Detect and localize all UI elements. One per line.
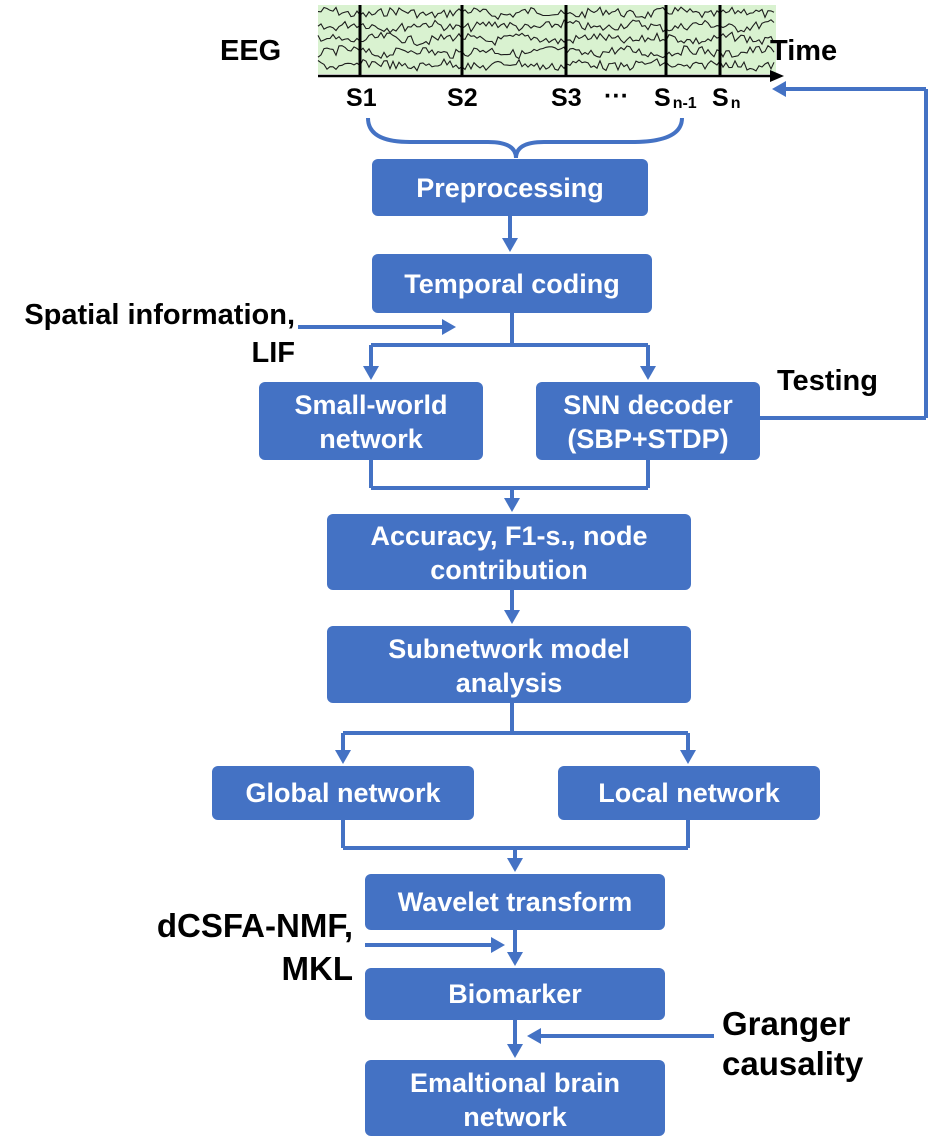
- svg-text:Local network: Local network: [598, 778, 781, 808]
- svg-text:Wavelet transform: Wavelet transform: [398, 887, 633, 917]
- node-biomarker: Biomarker: [365, 968, 665, 1020]
- eeg-channel-trace: [317, 31, 775, 47]
- node-temporal-coding: Temporal coding: [372, 254, 652, 313]
- segment-label-s1: S1: [346, 84, 377, 112]
- svg-text:Small-world: Small-world: [294, 390, 447, 420]
- input-label-mkl: MKL: [282, 950, 353, 987]
- svg-text:analysis: analysis: [456, 668, 563, 698]
- input-label-dcsfa-nmf: dCSFA-NMF,: [157, 907, 353, 944]
- eeg-channel-trace: [317, 44, 775, 60]
- segments-brace: [366, 117, 684, 159]
- svg-text:network: network: [319, 424, 424, 454]
- svg-text:Emaltional brain: Emaltional brain: [410, 1068, 620, 1098]
- input-label-causality: causality: [722, 1045, 864, 1082]
- eeg-signal-panel: [317, 5, 776, 76]
- segment-label-s3: S3: [551, 84, 582, 112]
- eeg-label: EEG: [220, 35, 281, 67]
- feedback-label-testing: Testing: [777, 365, 878, 397]
- flow-connectors: [298, 81, 928, 1058]
- segment-label-ellipsis: ···: [604, 82, 629, 110]
- node-emotional-brain-network: Emaltional brain network: [365, 1060, 665, 1136]
- time-axis-arrowhead: [770, 70, 784, 82]
- node-accuracy: Accuracy, F1-s., node contribution: [327, 514, 691, 590]
- eeg-channel-trace: [317, 6, 775, 21]
- svg-text:network: network: [463, 1102, 568, 1132]
- svg-text:Temporal coding: Temporal coding: [404, 269, 620, 299]
- svg-text:Preprocessing: Preprocessing: [416, 173, 604, 203]
- svg-text:contribution: contribution: [430, 555, 587, 585]
- node-preprocessing: Preprocessing: [372, 159, 648, 216]
- node-snn-decoder: SNN decoder (SBP+STDP): [536, 382, 760, 460]
- eeg-channel-trace: [317, 19, 775, 34]
- node-wavelet-transform: Wavelet transform: [365, 874, 665, 930]
- input-label-granger: Granger: [722, 1005, 851, 1042]
- input-label-lif: LIF: [252, 337, 296, 369]
- svg-text:Accuracy, F1-s., node: Accuracy, F1-s., node: [370, 521, 647, 551]
- segment-label-s2: S2: [447, 84, 478, 112]
- svg-text:SNN decoder: SNN decoder: [563, 390, 733, 420]
- svg-text:Global network: Global network: [245, 778, 441, 808]
- svg-text:Biomarker: Biomarker: [448, 979, 582, 1009]
- time-label: Time: [770, 35, 837, 67]
- svg-text:(SBP+STDP): (SBP+STDP): [567, 424, 728, 454]
- eeg-waveforms: [317, 6, 775, 72]
- node-local-network: Local network: [558, 766, 820, 820]
- input-label-spatial-information: Spatial information,: [24, 299, 295, 331]
- eeg-channel-trace: [317, 58, 775, 72]
- svg-text:Subnetwork model: Subnetwork model: [388, 634, 630, 664]
- node-subnetwork-model-analysis: Subnetwork model analysis: [327, 626, 691, 703]
- node-small-world-network: Small-world network: [259, 382, 483, 460]
- node-global-network: Global network: [212, 766, 474, 820]
